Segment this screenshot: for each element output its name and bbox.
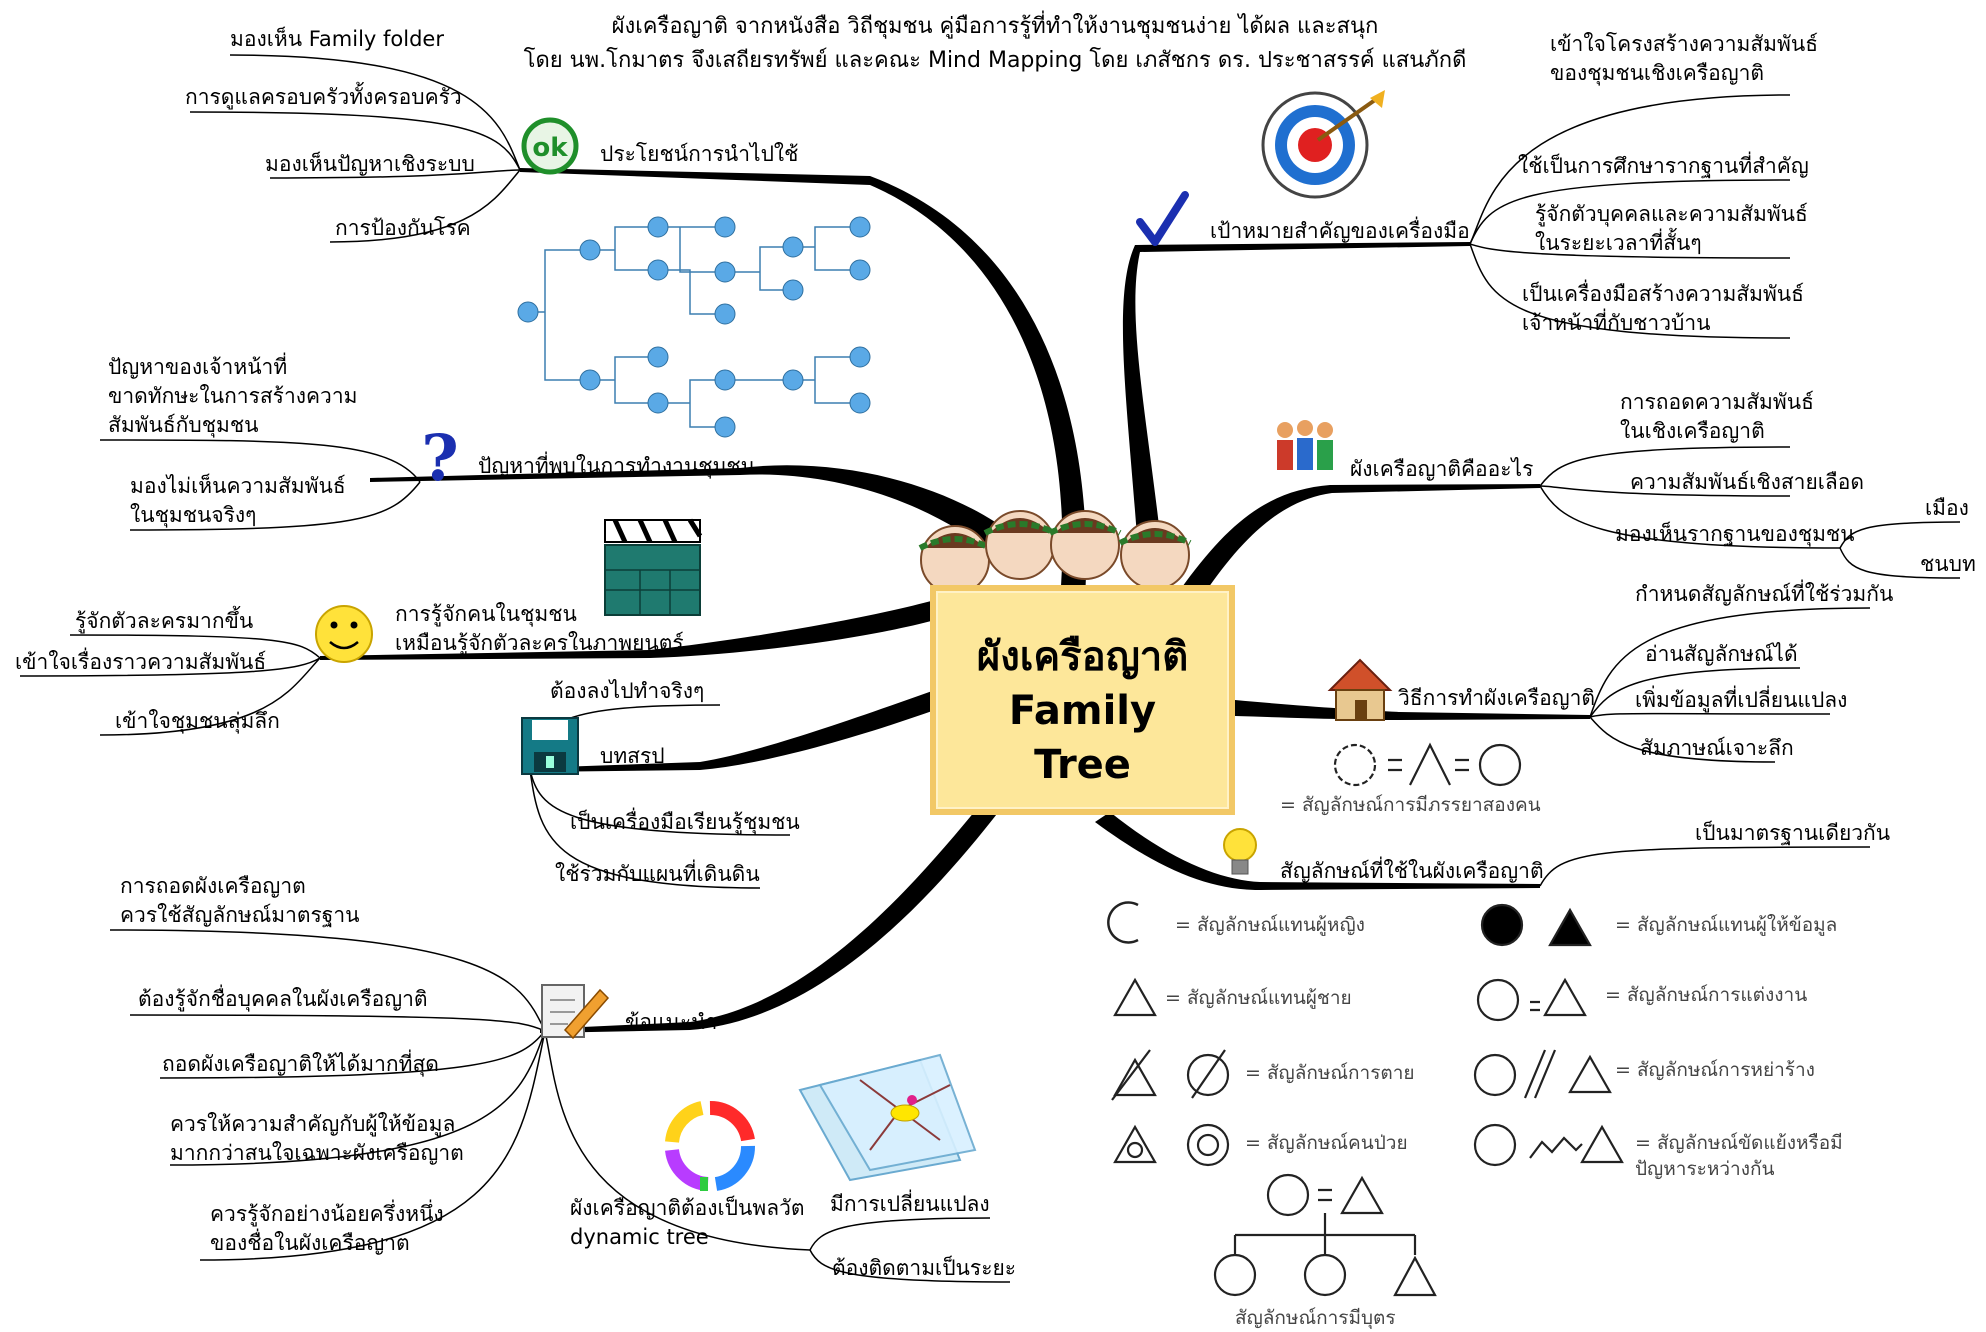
question-mark-icon: ?	[421, 421, 459, 496]
what-sub-item: ชนบท	[1920, 552, 1976, 576]
branch-label-knowing: การรู้จักคนในชุมชน เหมือนรู้จักตัวละครใน…	[395, 602, 684, 655]
center-title: ผังเครือญาติ Family Tree	[930, 630, 1235, 792]
legend-death: = สัญลักษณ์การตาย	[1245, 1062, 1415, 1084]
branch-label-what: ผังเครือญาติคืออะไร	[1350, 457, 1534, 481]
center-title-en-2: Tree	[1034, 742, 1131, 788]
cycle-arrows-icon	[665, 1100, 756, 1191]
ok-icon: ok	[521, 117, 579, 175]
goals-item: เข้าใจโครงสร้างความสัมพันธ์ ของชุมชนเชิง…	[1550, 32, 1819, 85]
branch-label-symbols: สัญลักษณ์ที่ใช้ในผังเครือญาติ	[1280, 859, 1544, 883]
house-icon	[1327, 658, 1393, 721]
problems-item: มองไม่เห็นความสัมพันธ์ ในชุมชนจริงๆ	[130, 474, 346, 527]
goals-item: เป็นเครื่องมือสร้างความสัมพันธ์ เจ้าหน้า…	[1522, 282, 1804, 335]
goals-item: รู้จักตัวบุคคลและความสัมพันธ์ ในระยะเวลา…	[1535, 202, 1808, 255]
branch-knowing	[320, 600, 935, 660]
knowing-item: รู้จักตัวละครมากขึ้น	[75, 609, 254, 633]
branch-label-problems: ปัญหาที่พบในการทำงานชุมชน	[478, 454, 756, 478]
branch-label-advice: ข้อแนะนำ	[625, 1010, 718, 1034]
symbols-item: เป็นมาตรฐานเดียวกัน	[1695, 821, 1891, 845]
dynamic-item: มีการเปลี่ยนแปลง	[830, 1192, 990, 1216]
legend-sick: = สัญลักษณ์คนป่วย	[1245, 1132, 1408, 1154]
legend-female: = สัญลักษณ์แทนผู้หญิง	[1175, 914, 1365, 936]
benefits-item: มองเห็น Family folder	[230, 27, 444, 51]
branch-label-method: วิธีการทำผังเครือญาติ	[1398, 686, 1596, 710]
knowing-item: เข้าใจชุมชนลุ่มลึก	[115, 709, 280, 733]
floppy-disk-icon	[521, 717, 579, 775]
branch-summary	[530, 690, 935, 772]
goals-item: ใช้เป็นการศึกษารากฐานที่สำคัญ	[1518, 154, 1809, 178]
legend-informant: = สัญลักษณ์แทนผู้ให้ข้อมูล	[1615, 914, 1838, 936]
benefits-item: การดูแลครอบครัวทั้งครอบครัว	[185, 85, 462, 109]
advice-item: ถอดผังเครือญาติให้ได้มากที่สุด	[162, 1052, 439, 1076]
method-item: เพิ่มข้อมูลที่เปลี่ยนแปลง	[1635, 688, 1848, 712]
method-item: อ่านสัญลักษณ์ได้	[1645, 642, 1798, 666]
advice-item: ต้องรู้จักชื่อบุคคลในผังเครือญาติ	[138, 987, 428, 1011]
sub-branches	[19, 54, 1961, 1283]
method-item: กำหนดสัญลักษณ์ที่ใช้ร่วมกัน	[1635, 582, 1894, 606]
branch-label-benefits: ประโยชน์การนำไปใช้	[600, 142, 799, 166]
benefits-item: การป้องกันโรค	[335, 216, 471, 240]
benefits-item: มองเห็นปัญหาเชิงระบบ	[265, 152, 475, 176]
advice-item: ควรรู้จักอย่างน้อยครึ่งหนึ่ง ของชื่อในผั…	[210, 1202, 444, 1255]
branch-method	[1235, 700, 1590, 720]
advice-item: ควรให้ความสำคัญกับผู้ให้ข้อมูล มากกว่าสน…	[170, 1112, 464, 1165]
svg-text:ok: ok	[532, 133, 568, 163]
summary-item: ต้องลงไปทำจริงๆ	[550, 679, 705, 703]
clapperboard-icon	[604, 518, 703, 616]
legend-children: สัญลักษณ์การมีบุตร	[1235, 1307, 1396, 1329]
method-item: สัมภาษณ์เจาะลึก	[1640, 736, 1794, 760]
header-line-2: โดย นพ.โกมาตร จึงเสถียรทรัพย์ และคณะ Min…	[523, 48, 1467, 73]
summary-item: ใช้ร่วมกับแผนที่เดินดิน	[555, 862, 760, 886]
map-icon	[798, 1053, 977, 1182]
tree-diagram-icon	[517, 216, 871, 438]
knowing-item: เข้าใจเรื่องราวความสัมพันธ์	[15, 650, 267, 674]
what-sub-item: เมือง	[1925, 496, 1969, 520]
what-item: มองเห็นรากฐานของชุมชน	[1615, 522, 1855, 546]
checkmark-icon	[1136, 191, 1189, 246]
problems-item: ปัญหาของเจ้าหน้าที่ ขาดทักษะในการสร้างคว…	[108, 355, 358, 437]
legend-marriage: = สัญลักษณ์การแต่งงาน	[1605, 984, 1808, 1006]
legend-male: = สัญลักษณ์แทนผู้ชาย	[1165, 987, 1352, 1009]
target-icon	[1261, 90, 1385, 199]
dynamic-item: ต้องติดตามเป็นระยะ	[832, 1256, 1017, 1280]
summary-item: เป็นเครื่องมือเรียนรู้ชุมชน	[570, 810, 800, 834]
branch-label-dynamic: ผังเครือญาติต้องเป็นพลวัต dynamic tree	[570, 1196, 805, 1249]
what-item: ความสัมพันธ์เชิงสายเลือด	[1630, 470, 1865, 494]
note-pencil-icon	[541, 984, 610, 1040]
legend-divorce: = สัญลักษณ์การหย่าร้าง	[1615, 1059, 1815, 1081]
header-line-1: ผังเครือญาติ จากหนังสือ วิถีชุมชน คู่มือ…	[611, 14, 1379, 39]
what-item: การถอดความสัมพันธ์ ในเชิงเครือญาติ	[1620, 390, 1814, 443]
lightbulb-icon	[1223, 828, 1257, 875]
branch-symbols	[1095, 812, 1540, 890]
page-header: ผังเครือญาติ จากหนังสือ วิถีชุมชน คู่มือ…	[460, 10, 1530, 78]
branch-label-goals: เป้าหมายสำคัญของเครื่องมือ	[1210, 219, 1470, 243]
legend-conflict: = สัญลักษณ์ขัดแย้งหรือมี ปัญหาระหว่างกัน	[1635, 1132, 1843, 1180]
branch-advice	[540, 805, 1000, 1033]
svg-text:?: ?	[421, 421, 459, 496]
smiley-icon	[315, 605, 373, 663]
center-node	[930, 585, 1235, 815]
advice-item: การถอดผังเครือญาต ควรใช้สัญลักษณ์มาตรฐาน	[120, 874, 360, 927]
center-title-thai: ผังเครือญาติ	[976, 634, 1189, 680]
branch-what	[1180, 484, 1540, 600]
symbol-legend-shapes	[1107, 742, 1624, 1297]
babies-icon	[918, 510, 1192, 595]
center-title-en-1: Family	[1008, 688, 1157, 734]
legend-polygamy: = สัญลักษณ์การมีภรรยาสองคน	[1280, 794, 1541, 816]
people-icon	[1277, 420, 1333, 470]
branch-label-summary: บทสรุป	[600, 744, 665, 768]
